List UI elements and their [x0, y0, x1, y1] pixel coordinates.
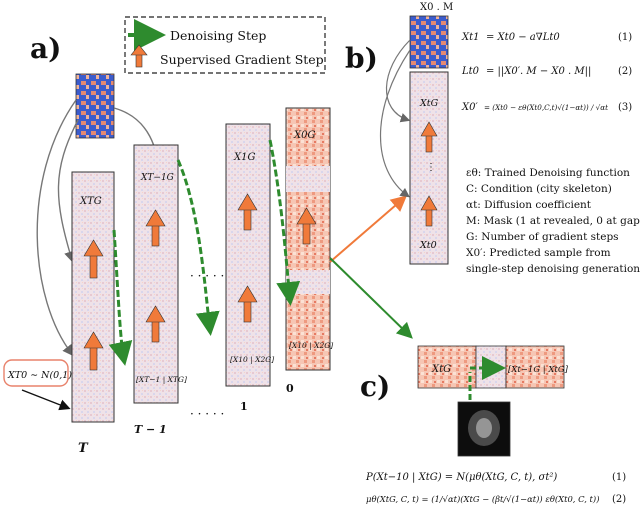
b-curve-top: [385, 39, 411, 123]
connector-to-b: [329, 195, 408, 263]
strip-T-minus-1-label: T − 1: [134, 423, 167, 436]
panel-c-label: c): [360, 370, 390, 403]
eq-b3-rhs: = (Xt0 − εθ(Xt0,C,t)√(1−αt)) / √αt: [484, 103, 608, 112]
denoise-arrow-1: [268, 139, 301, 306]
eq-b3-num: (3): [618, 102, 632, 113]
init-box: [3, 359, 69, 387]
b-strip-up-arrow-1-icon: [420, 121, 438, 153]
strip-T-minus-1-up-arrow-2-icon: [145, 305, 166, 343]
strip-0-label: 0: [286, 382, 294, 395]
strip-T-up-arrow-2-icon: [83, 331, 104, 371]
strip-0-pair: [X10 | X2G]: [289, 341, 333, 350]
strip-T-minus-1-tag: XT−1G: [140, 173, 174, 183]
def-predicted: X0′: Predicted sample from: [466, 247, 611, 259]
connector-to-c: [329, 257, 413, 339]
denoise-arrow-T: [108, 229, 133, 366]
strip-1-label: 1: [240, 400, 248, 413]
def-alpha: αt: Diffusion coefficient: [466, 199, 592, 211]
strip-T-label: T: [78, 441, 89, 456]
strip-1-tag: X1G: [233, 152, 255, 163]
eq-c1: P(Xt−10 | XtG) = N(μθ(XtG, C, t), σt²): [365, 472, 557, 483]
strip-T-minus-1-up-arrow-1-icon: [145, 209, 166, 247]
curve-arrow-outer: [36, 99, 77, 357]
strip-T-tag: XTG: [79, 196, 102, 207]
eq-b2-lhs: Lt0: [461, 66, 480, 77]
strip-T-minus-1: XT−1G [XT−1 | XTG]: [133, 144, 187, 404]
dots-mid: · · · · ·: [190, 269, 224, 283]
eq-c2-num: (2): [612, 494, 626, 505]
strip-0-up-arrow-1-icon: [296, 207, 317, 245]
eq-b1-rhs: = Xt0 − a∇Lt0: [486, 32, 560, 43]
c-left-tag: XtG: [431, 364, 451, 375]
legend: Denoising Step Supervised Gradient Step: [124, 16, 326, 74]
strip-0: X0G [X10 | X2G]: [285, 107, 333, 371]
legend-supervised-label: Supervised Gradient Step: [160, 52, 324, 67]
b-strip-top-tag: XtG: [419, 98, 439, 109]
city-skeleton-image: [457, 401, 511, 457]
strip-1-pair: [X10 | X2G]: [230, 355, 274, 364]
strip-T-up-arrow-1-icon: [83, 239, 104, 279]
panel-b-label: b): [345, 42, 378, 75]
eq-b1-lhs: Xt1: [461, 32, 480, 43]
def-gradient-steps: G: Number of gradient steps: [466, 231, 619, 243]
denoise-arrow-T-minus-1: [176, 159, 220, 336]
strip-T: XTG: [71, 171, 115, 423]
mask-label: X0 . M: [420, 2, 453, 13]
equations-c: P(Xt−10 | XtG) = N(μθ(XtG, C, t), σt²) (…: [365, 472, 626, 505]
def-condition: C: Condition (city skeleton): [466, 183, 612, 195]
eq-c1-num: (1): [612, 472, 626, 483]
definitions: εθ: Trained Denoising function C: Condit…: [466, 167, 640, 275]
c-right-tag: [Xt−1G | XtG]: [508, 365, 569, 375]
mask-heatmap-a: [75, 73, 115, 139]
init-arrow-icon: [21, 389, 71, 411]
b-strip-bottom-tag: Xt0: [419, 240, 437, 251]
mask-heatmap-b: [409, 15, 449, 69]
legend-orange-arrow-icon: [130, 44, 148, 68]
strip-0-tag: X0G: [293, 130, 315, 141]
eq-b2-num: (2): [618, 66, 632, 77]
eq-b2-rhs: = ||X0′. M − X0 . M||: [486, 66, 591, 77]
strip-T-minus-1-pair: [XT−1 | XTG]: [136, 375, 187, 384]
dots-low: · · · · ·: [190, 407, 224, 421]
b-strip-up-arrow-2-icon: [420, 195, 438, 227]
def-predicted-cont: single-step denoising generation: [466, 263, 640, 275]
eq-b1-num: (1): [618, 32, 632, 43]
def-mask: M: Mask (1 at revealed, 0 at gaps): [466, 215, 640, 227]
b-strip: XtG ⋮ Xt0: [409, 71, 449, 265]
strip-1-up-arrow-1-icon: [237, 193, 258, 231]
b-curve-bottom: [379, 49, 411, 198]
init-label: XT0 ∼ N(0,1): [7, 370, 72, 381]
strip-1-up-arrow-2-icon: [237, 285, 258, 323]
eq-b3-lhs: X0′: [461, 102, 478, 113]
strip-1: X1G [X10 | X2G]: [225, 123, 274, 387]
legend-denoising-label: Denoising Step: [170, 28, 266, 43]
b-strip-dots: ⋮: [426, 162, 436, 173]
curve-arrow-inner: [57, 119, 79, 263]
def-epsilon: εθ: Trained Denoising function: [466, 167, 630, 179]
panel-a-label: a): [30, 32, 61, 65]
eq-c2: μθ(XtG, C, t) = (1/√αt)(XtG − (βt/√(1−αt…: [366, 494, 599, 504]
equations-b: Xt1 = Xt0 − a∇Lt0 (1) Lt0 = ||X0′. M − X…: [461, 32, 632, 113]
